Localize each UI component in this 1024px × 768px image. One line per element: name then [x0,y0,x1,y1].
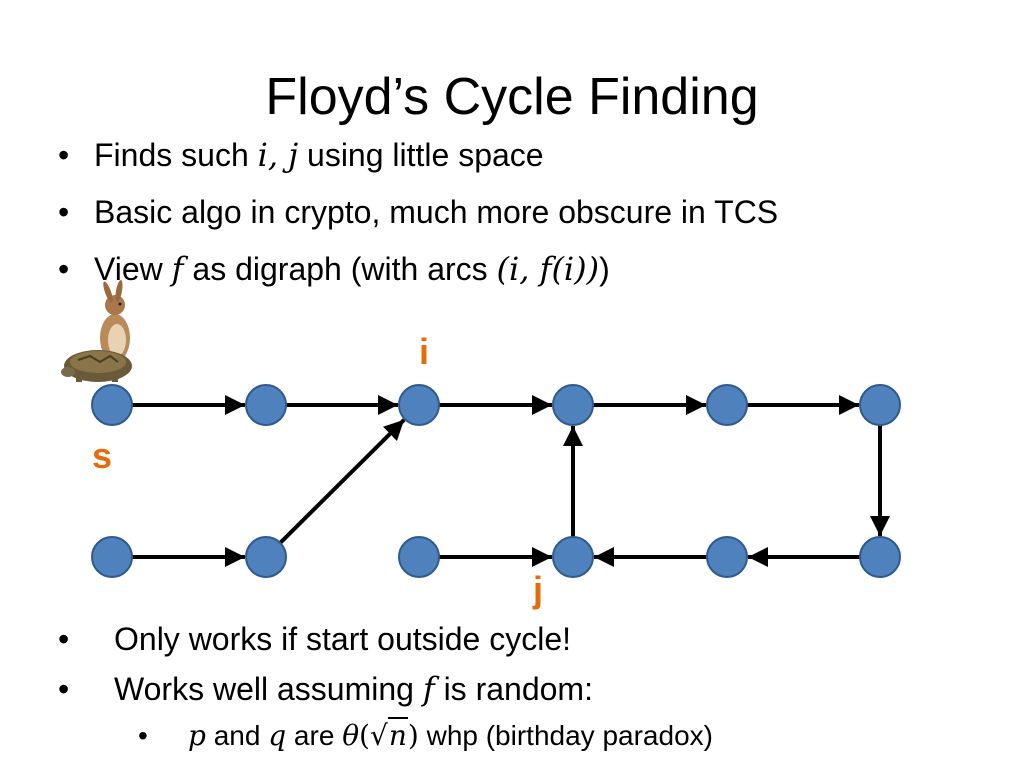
bullet-text: ) [599,251,610,287]
graph-node-m5 [706,536,748,578]
math-n: n [387,717,408,752]
label-s: s [92,435,112,476]
graph-node-m6 [859,536,901,578]
math-theta: θ [342,719,360,752]
label-i: i [419,331,429,372]
bullet-dot: • [58,194,70,230]
bullet-text: whp (birthday paradox) [418,720,713,751]
math-p: p [188,719,206,752]
bullet-text: as digraph (with arcs [183,251,497,287]
bullet-text: Finds such [94,137,258,173]
bullet-text: Works well assuming [114,671,423,707]
graph-node-m3 [398,536,440,578]
graph-node-n1 [91,384,133,426]
math-paren: ( [359,719,370,752]
graph-node-n6 [859,384,901,426]
bullet-dot: • [58,137,70,173]
graph-node-n3 [398,384,440,426]
bullet-text: are [286,720,343,751]
graph-node-n5 [706,384,748,426]
bullet-text: View [94,251,172,287]
math-i-j: i, j [257,136,299,174]
bullet-text: and [205,720,269,751]
graph-node-m1 [91,536,133,578]
bullet-dot: • [138,720,148,751]
bullet-text: using little space [298,137,544,173]
tortoise-icon [61,350,132,382]
graph-node-m4 [552,536,594,578]
bullet-text: Only works if start outside cycle! [114,621,572,657]
math-f: f [422,670,435,708]
math-arc: (i, f(i)) [496,250,600,288]
label-j: j [532,569,543,610]
rabbit-icon [100,280,130,362]
graph-node-n4 [552,384,594,426]
graph-node-n2 [245,384,287,426]
math-f: f [171,250,184,288]
bullet-dot: • [58,671,70,707]
slide-title: Floyd’s Cycle Finding [265,68,759,126]
bullet-dot: • [58,621,70,657]
bullet-text: is random: [434,671,593,707]
bullet-text: Basic algo in crypto, much more obscure … [94,194,779,230]
graph-node-m2 [245,536,287,578]
bullet-dot: • [58,251,70,287]
arc-m2-n3 [278,418,406,545]
math-q: q [268,719,287,752]
math-sqrt: √ [369,719,388,752]
math-paren: ) [407,719,419,752]
